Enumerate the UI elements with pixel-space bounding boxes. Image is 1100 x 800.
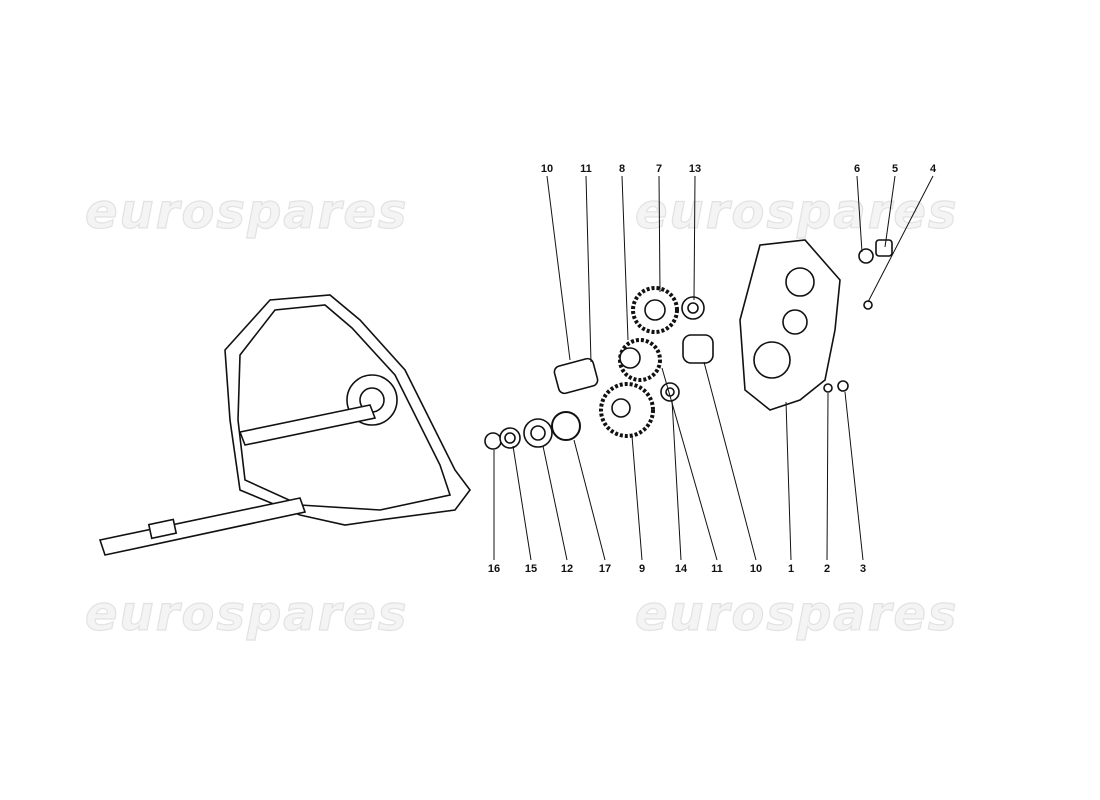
callout-label-13: 13 [689, 163, 701, 175]
leader-line [856, 175, 863, 253]
leader-line [826, 392, 829, 561]
callout-label-10: 10 [541, 163, 553, 175]
callout-label-5: 5 [892, 163, 898, 175]
leader-line [671, 399, 682, 561]
leader-line [703, 361, 757, 561]
callout-label-11: 11 [580, 163, 592, 175]
callout-label-9: 9 [639, 563, 645, 575]
input-shaft [98, 404, 377, 556]
leader-line [785, 401, 792, 561]
callout-label-17: 17 [599, 563, 611, 575]
leader-line [512, 445, 532, 561]
leader-line [844, 391, 864, 561]
callout-label-1: 1 [788, 563, 794, 575]
watermark: eurospares [635, 184, 959, 240]
gears-and-bearings [484, 286, 714, 450]
watermark: eurospares [85, 184, 409, 240]
watermark: eurospares [635, 586, 959, 642]
leader-line [661, 367, 718, 561]
callout-label-16: 16 [488, 563, 500, 575]
leader-line [884, 175, 896, 248]
leader-line [693, 175, 696, 301]
leader-line [585, 175, 592, 363]
callout-label-7: 7 [656, 163, 662, 175]
leader-line [542, 445, 568, 561]
gearbox-cover [739, 239, 893, 411]
leader-line [631, 435, 643, 561]
callout-label-14: 14 [675, 563, 688, 575]
leader-line [867, 175, 934, 303]
watermarks: eurospares eurospares eurospares eurospa… [84, 183, 959, 642]
callout-label-4: 4 [930, 163, 937, 175]
leader-line [658, 175, 661, 293]
callout-label-12: 12 [561, 563, 573, 575]
callout-label-8: 8 [619, 163, 625, 175]
callout-label-15: 15 [525, 563, 537, 575]
watermark: eurospares [85, 586, 409, 642]
callout-label-2: 2 [824, 563, 830, 575]
callout-label-6: 6 [854, 163, 860, 175]
callout-label-10: 10 [750, 563, 762, 575]
leader-line [546, 175, 571, 361]
callout-label-3: 3 [860, 563, 866, 575]
callout-label-11: 11 [711, 563, 723, 575]
leader-line [573, 439, 606, 561]
leader-line [621, 175, 629, 341]
